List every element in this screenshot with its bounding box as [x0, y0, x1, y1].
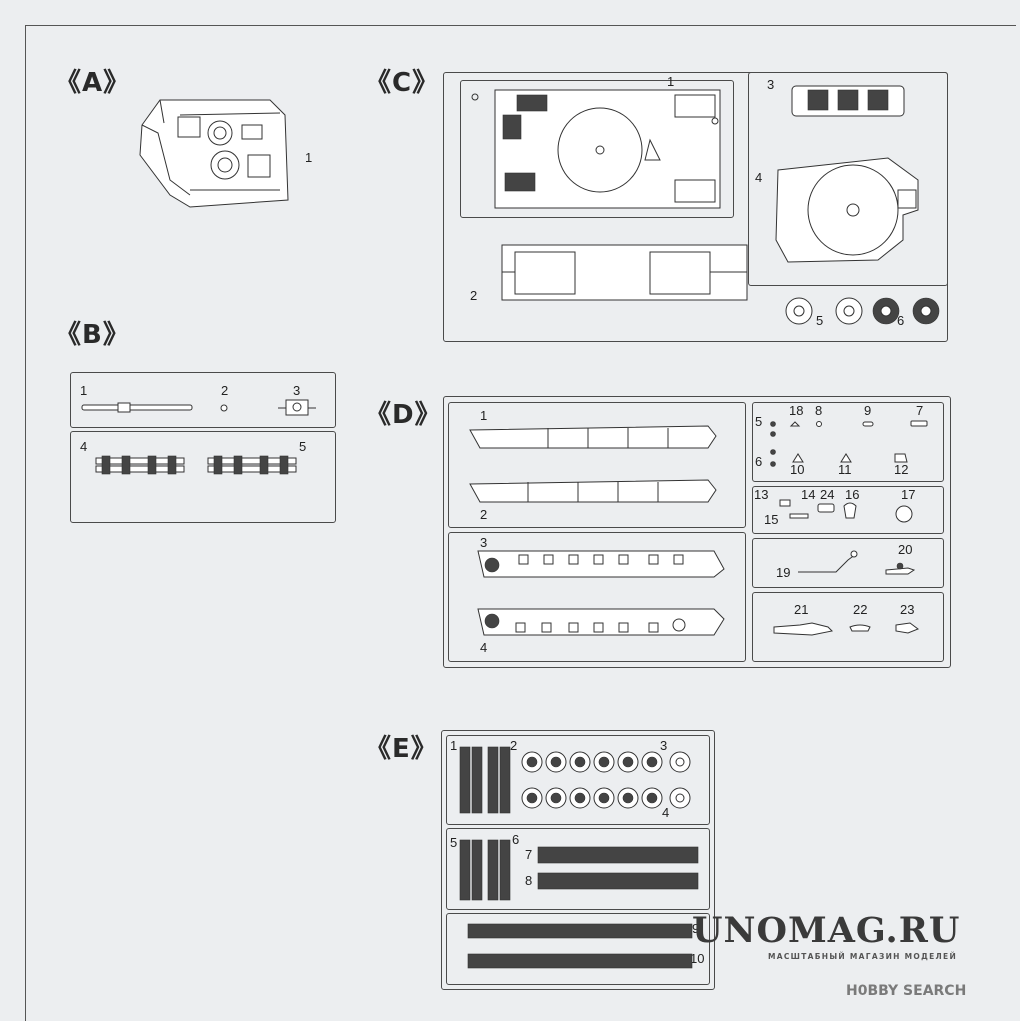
part-number: 23	[900, 602, 915, 617]
sprue-d-box-5	[752, 538, 944, 588]
part-number: 2	[480, 507, 488, 522]
watermark-unomag: UNOMAG.RU	[692, 910, 961, 951]
part-number: 3	[480, 535, 488, 550]
part-number: 1	[80, 383, 88, 398]
part-number: 9	[692, 921, 700, 936]
part-number: 9	[864, 403, 872, 418]
section-c-label: 《C》	[365, 68, 440, 98]
sprue-d-box-1	[448, 402, 746, 528]
part-number: 21	[794, 602, 809, 617]
part-number: 4	[755, 170, 763, 185]
track-wheels-row-3	[521, 751, 691, 773]
sprue-c-hull-box	[460, 80, 734, 218]
part-number: 2	[510, 738, 518, 753]
part-number: 17	[901, 487, 916, 502]
part-number: 16	[845, 487, 860, 502]
hull-deck-part	[471, 89, 721, 209]
part-number: 11	[838, 462, 852, 477]
page-frame	[25, 25, 1016, 1021]
engine-deck-part	[791, 85, 905, 117]
part-number: 24	[820, 487, 835, 502]
crew-figure-parts	[773, 622, 920, 636]
sprue-e-box-2	[446, 828, 710, 910]
part-number: 5	[450, 835, 458, 850]
part-number: 4	[80, 439, 88, 454]
part-number: 10	[690, 951, 705, 966]
small-pin-part	[220, 404, 228, 412]
hull-side-part-3	[477, 550, 725, 578]
sprue-d-box-2	[448, 532, 746, 662]
track-wheels-row-4	[521, 787, 691, 809]
part-number: 6	[512, 832, 520, 847]
small-detail-parts-d-middle	[779, 499, 913, 523]
part-number: 15	[764, 512, 779, 527]
sprue-e-frame	[441, 730, 715, 990]
sprue-d-box-3	[752, 402, 944, 482]
part-number: 7	[525, 847, 533, 862]
track-runs-9-10	[467, 923, 693, 969]
road-wheel-parts	[785, 297, 940, 325]
part-number: 5	[816, 313, 824, 328]
sprue-c-right-box	[748, 72, 948, 286]
part-number: 8	[815, 403, 823, 418]
sprue-d-box-4	[752, 486, 944, 534]
part-number: 12	[894, 462, 909, 477]
hull-side-part-4	[477, 608, 725, 636]
sprue-e-box-3	[446, 913, 710, 985]
track-runs-7-8	[537, 846, 699, 890]
part-number: 6	[755, 454, 763, 469]
hatch-part	[278, 399, 316, 416]
part-number: 5	[755, 414, 763, 429]
part-number: 8	[525, 873, 533, 888]
section-a-label: 《A》	[55, 68, 131, 98]
sprue-d-box-6	[752, 592, 944, 662]
part-number: 3	[660, 738, 668, 753]
part-number: 3	[767, 77, 775, 92]
gun-barrel-part	[81, 402, 193, 413]
fender-part-1	[469, 425, 717, 449]
part-number: 1	[450, 738, 458, 753]
sprue-e-box-1	[446, 735, 710, 825]
part-number: 19	[776, 565, 791, 580]
part-number: 1	[667, 74, 675, 89]
part-number: 1	[305, 150, 313, 165]
part-number: 2	[221, 383, 229, 398]
part-number: 10	[790, 462, 805, 477]
part-number: 20	[898, 542, 913, 557]
sprue-a-hull-top	[139, 99, 289, 208]
part-number: 22	[853, 602, 868, 617]
sprue-b-frame-top	[70, 372, 336, 428]
part-number: 2	[470, 288, 478, 303]
hobby-search-logo: H0BBY SEARCH	[846, 983, 967, 999]
watermark-subtitle: МАСШТАБНЫЙ МАГАЗИН МОДЕЛЕЙ	[768, 952, 958, 961]
part-number: 18	[789, 403, 804, 418]
part-number: 3	[293, 383, 301, 398]
part-number: 7	[916, 403, 924, 418]
sprue-b-frame-bottom	[70, 431, 336, 523]
fender-part-2	[469, 479, 717, 503]
section-d-label: 《D》	[365, 400, 442, 430]
suspension-part-left	[95, 455, 185, 475]
small-detail-parts-d-upper	[770, 420, 928, 467]
turret-top-part	[775, 157, 919, 263]
part-number: 6	[897, 313, 905, 328]
hull-floor-part	[501, 244, 748, 301]
part-number: 5	[299, 439, 307, 454]
part-number: 4	[662, 805, 670, 820]
section-b-label: 《B》	[55, 320, 130, 350]
suspension-part-right	[207, 455, 297, 475]
section-e-label: 《E》	[365, 734, 438, 764]
sprue-d-frame	[443, 396, 951, 668]
part-number: 14	[801, 487, 816, 502]
part-number: 4	[480, 640, 488, 655]
track-links-vertical-1	[459, 746, 511, 814]
part-number: 1	[480, 408, 488, 423]
part-number: 13	[754, 487, 769, 502]
track-links-vertical-2	[459, 839, 511, 901]
tow-cable-parts	[798, 550, 916, 575]
